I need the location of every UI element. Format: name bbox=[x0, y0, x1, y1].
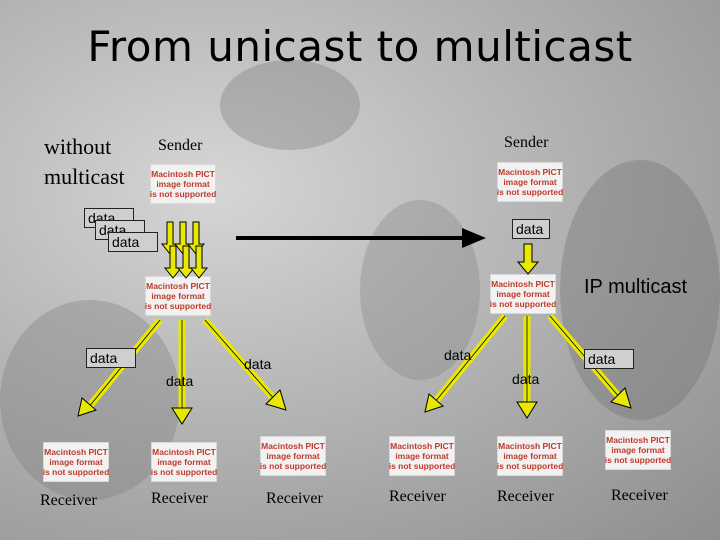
ip-multicast-label: IP multicast bbox=[584, 276, 687, 298]
receiver-label: Receiver bbox=[40, 492, 97, 509]
background-shape bbox=[560, 160, 720, 420]
left-branch-data: data bbox=[166, 373, 194, 389]
left-branch-arrows bbox=[77, 317, 287, 425]
slide-title: From unicast to multicast bbox=[87, 22, 633, 71]
without-multicast-label-line1: without bbox=[44, 134, 112, 159]
receiver-label: Receiver bbox=[266, 490, 323, 507]
receiver-label: Receiver bbox=[151, 490, 208, 507]
left-data-packet: data bbox=[108, 232, 158, 252]
right-sender-label: Sender bbox=[504, 134, 549, 151]
background-shape bbox=[220, 60, 360, 150]
right-data-packet: data bbox=[512, 219, 550, 239]
without-multicast-label-line2: multicast bbox=[44, 164, 125, 189]
right-sender-down-arrow bbox=[516, 243, 540, 275]
background-shape bbox=[360, 200, 480, 380]
left-sender-label: Sender bbox=[158, 137, 203, 154]
right-branch-data: data bbox=[584, 349, 634, 369]
receiver-label: Receiver bbox=[389, 488, 446, 505]
right-branch-data: data bbox=[444, 347, 472, 363]
receiver-label: Receiver bbox=[611, 487, 668, 504]
left-router-down-arrows bbox=[163, 245, 209, 279]
left-branch-data: data bbox=[86, 348, 136, 368]
receiver-label: Receiver bbox=[497, 488, 554, 505]
left-branch-data: data bbox=[244, 356, 272, 372]
transition-arrowhead bbox=[462, 228, 486, 248]
right-branch-data: data bbox=[512, 371, 540, 387]
